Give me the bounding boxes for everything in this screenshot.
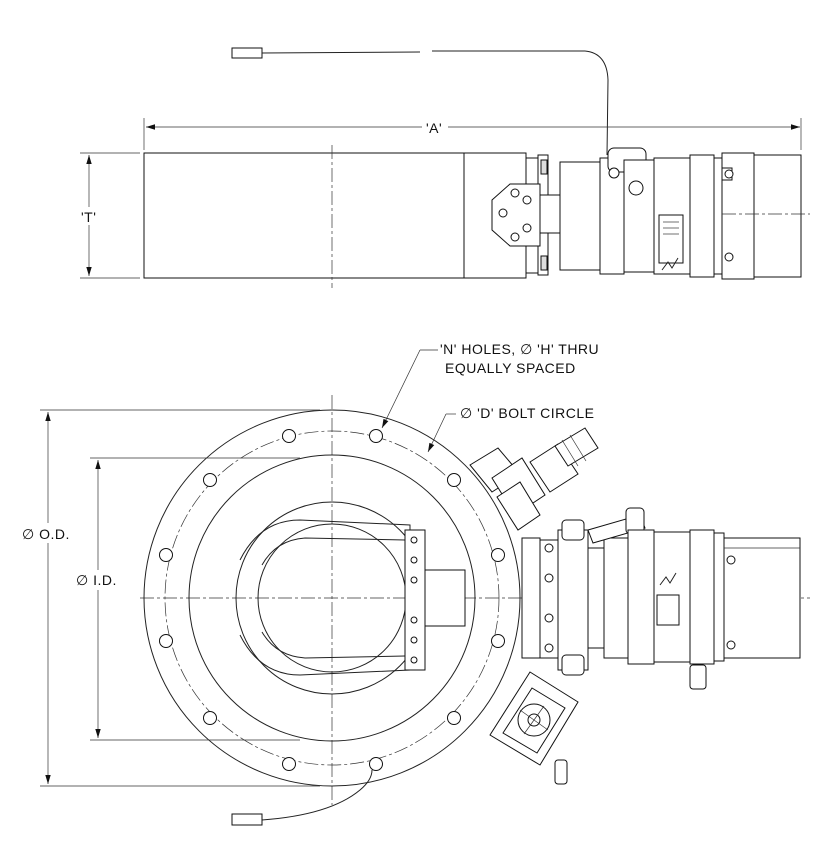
front-view: ∅ O.D. ∅ I.D. 'N' HOLES, ∅ 'H' THRU EQUA… [20, 341, 810, 826]
holes-callout: 'N' HOLES, ∅ 'H' THRU EQUALLY SPACED [381, 341, 599, 429]
front-angled-fitting [469, 427, 599, 531]
bolt-circle-callout: ∅ 'D' BOLT CIRCLE [427, 405, 594, 453]
dimension-t-label: 'T' [81, 209, 96, 225]
dimension-id: ∅ I.D. [74, 457, 300, 741]
bolt-circle-callout-label: ∅ 'D' BOLT CIRCLE [460, 405, 594, 421]
front-actuator [521, 507, 801, 690]
side-gate-body [143, 145, 549, 288]
front-gate-body [143, 409, 521, 787]
bolt-circle [164, 430, 500, 766]
dimension-od-label: ∅ O.D. [22, 526, 70, 542]
holes-callout-line1: 'N' HOLES, ∅ 'H' THRU [440, 341, 599, 357]
side-actuator [559, 147, 810, 280]
dimension-a-label: 'A' [426, 120, 442, 136]
dimension-a: 'A' [143, 118, 802, 150]
outer-diameter-circle [143, 409, 521, 787]
side-view: 'A' 'T' [80, 47, 810, 288]
dimension-od: ∅ O.D. [20, 409, 320, 787]
bore-circle [188, 454, 476, 742]
dimension-id-label: ∅ I.D. [76, 572, 117, 588]
front-cable [231, 769, 373, 826]
front-fan-unit [489, 671, 579, 785]
bolt-holes [159, 429, 505, 771]
holes-callout-line2: EQUALLY SPACED [445, 360, 576, 376]
side-cable [231, 47, 609, 156]
dimension-t: 'T' [80, 152, 140, 279]
